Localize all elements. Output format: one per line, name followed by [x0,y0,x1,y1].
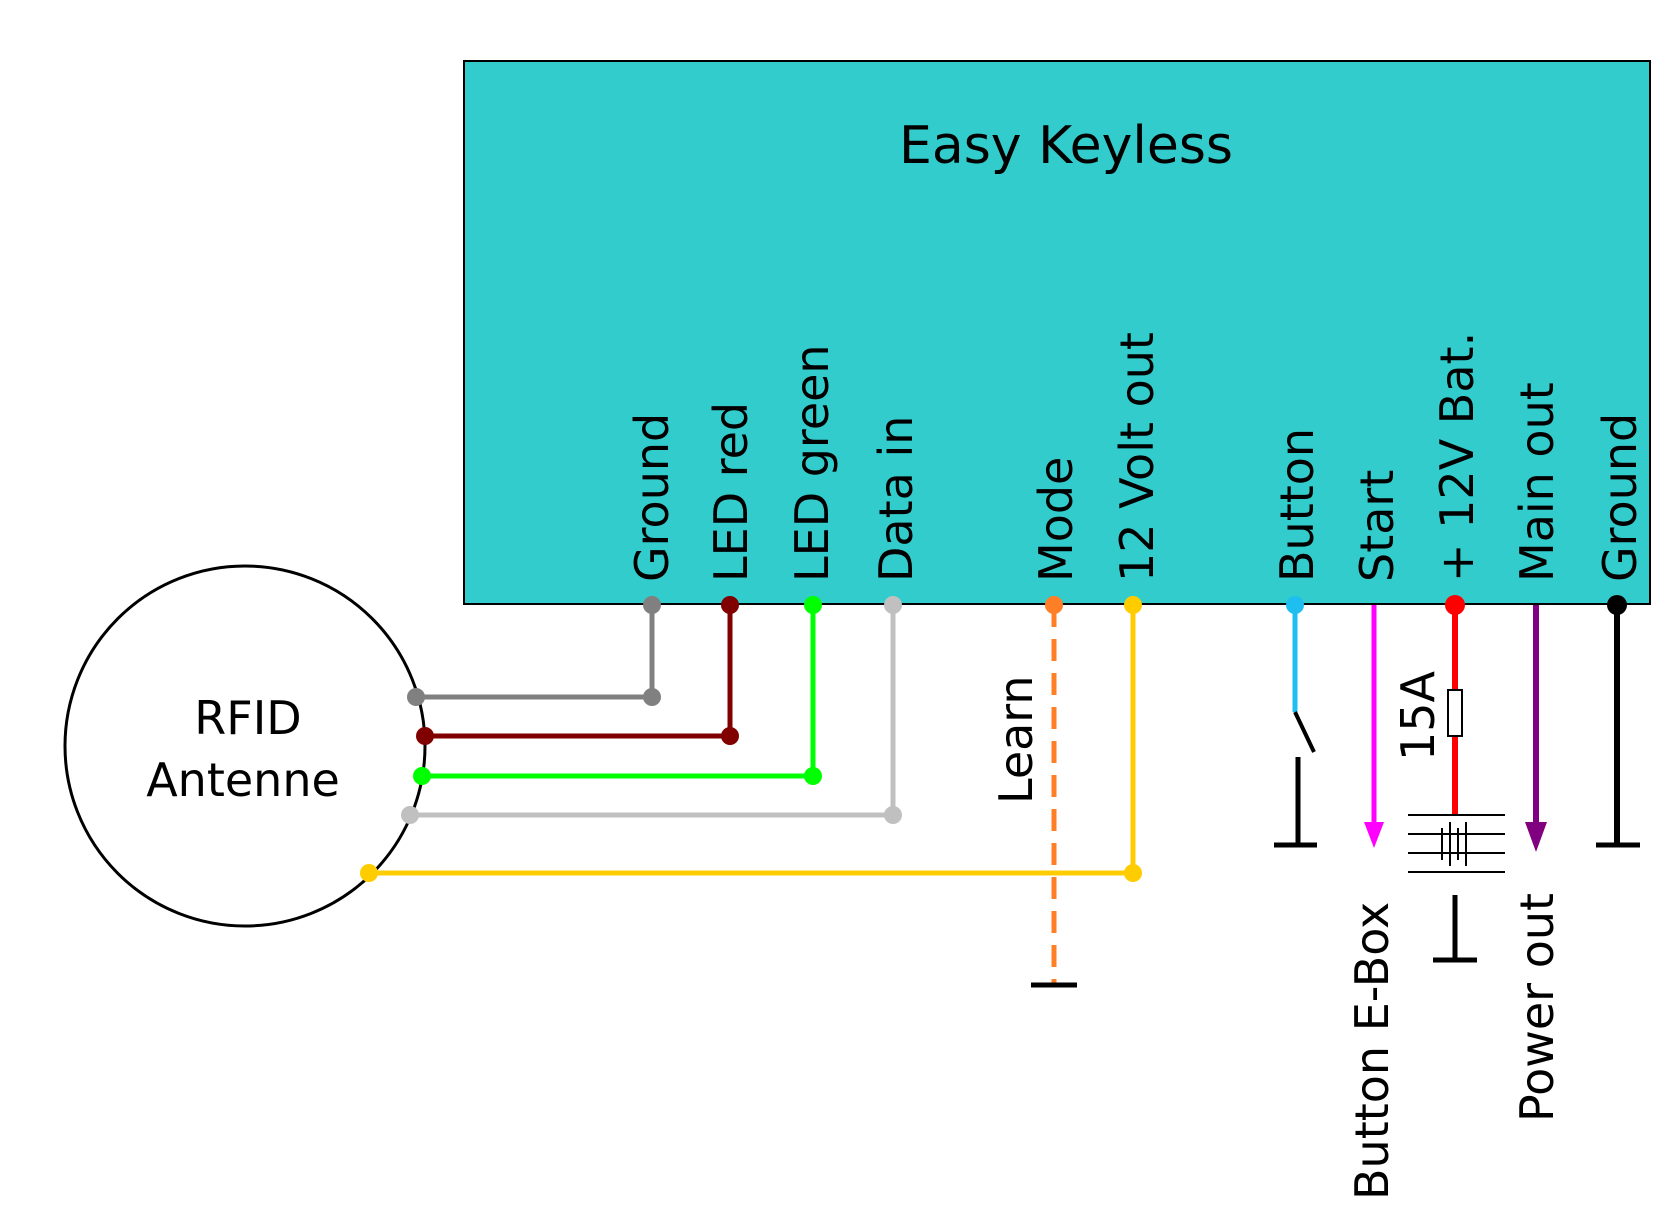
easy-keyless-module [463,60,1651,605]
arrow-start [1364,822,1384,848]
module-title: Easy Keyless [899,116,1233,176]
pin-dot-led-red [721,596,739,614]
pin-dot-ground-left [643,596,661,614]
joint-12-volt-out [1124,864,1142,882]
pin-label-12v-bat: + 12V Bat. [1430,332,1484,582]
pin-label-ground-left: Ground [625,413,679,582]
wire-led-green [422,605,816,779]
rfid-label-line2: Antenne [146,753,340,807]
pin-dot-ground-right [1607,595,1627,615]
antenna-dot-data-in [401,806,419,824]
pin-dot-mode [1045,596,1063,614]
antenna-dot-led-green [413,767,431,785]
pin-label-led-green: LED green [785,344,839,582]
pin-label-mode: Mode [1029,457,1083,582]
rfid-label-line1: RFID [194,691,301,745]
wire-led-red [425,605,733,739]
pin-label-main-out: Main out [1510,382,1564,582]
pin-dot-12-volt-out [1124,596,1142,614]
power-out-label: Power out [1510,893,1564,1122]
pin-label-button: Button [1270,428,1324,582]
pin-label-data-in: Data in [869,416,923,582]
antenna-dot-ground [407,688,425,706]
pin-dot-data-in [884,596,902,614]
fuse-label: 15A [1391,670,1445,761]
fuse-symbol [1447,689,1463,737]
learn-label: Learn [989,675,1043,804]
battery-symbol [1408,814,1505,873]
antenna-dot-12-volt-out [360,864,378,882]
button-ebox-label: Button E-Box [1345,902,1399,1200]
joint-data-in [884,806,902,824]
pin-label-12-volt-out: 12 Volt out [1110,332,1164,582]
arrow-main-out [1525,822,1547,852]
antenna-dot-led-red [416,727,434,745]
joint-led-green [804,767,822,785]
pin-label-led-red: LED red [704,402,758,582]
joint-ground-left [643,688,661,706]
wire-ground-left [416,605,655,700]
rfid-antenna [63,564,427,928]
joint-led-red [721,727,739,745]
pin-label-start: Start [1350,470,1404,582]
pin-label-ground-right: Ground [1593,413,1647,582]
pin-dot-button [1286,596,1304,614]
switch-lever [1293,711,1316,753]
pin-dot-led-green [804,596,822,614]
pin-dot-12v-bat [1445,595,1465,615]
